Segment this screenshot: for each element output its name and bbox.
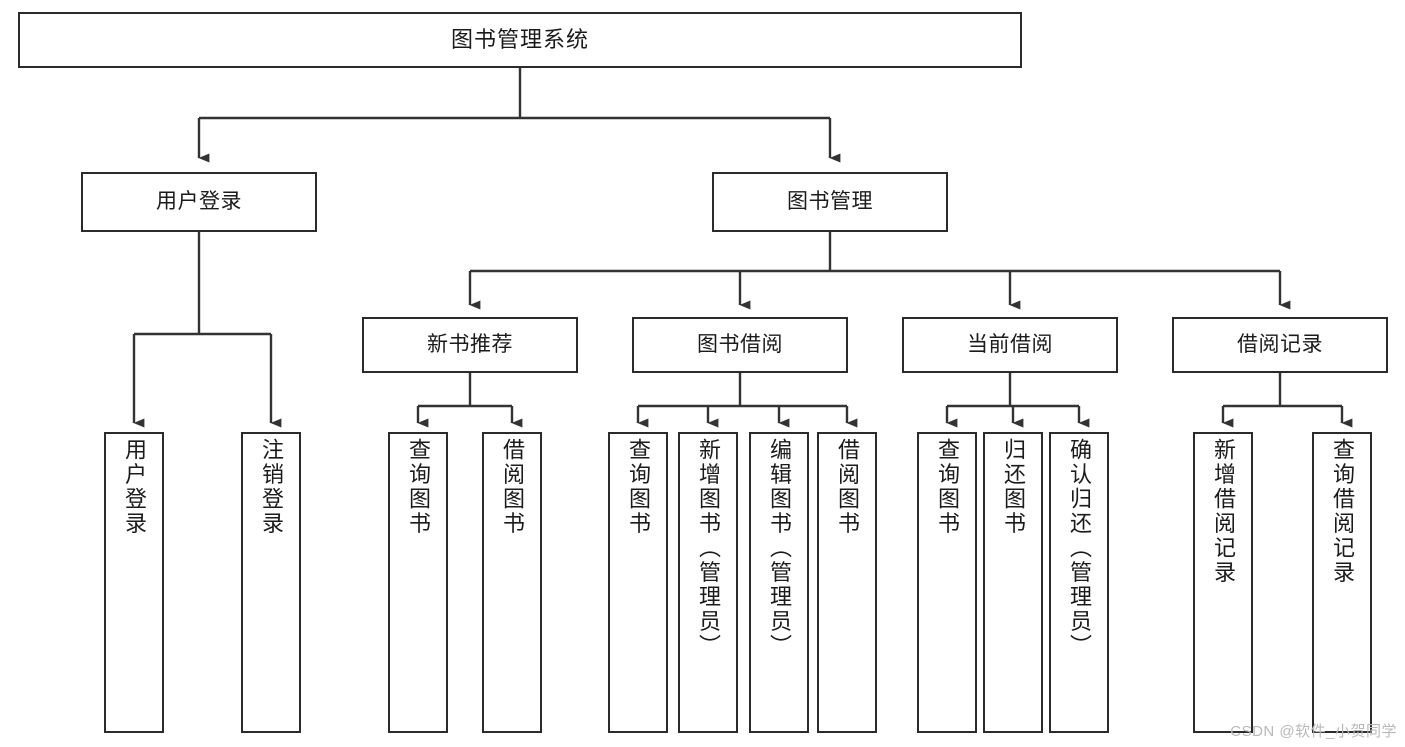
node-leaf-confirm-return-label: 确认归还（管理员） (1067, 438, 1092, 659)
node-current-borrow[interactable]: 当前借阅 (902, 317, 1118, 373)
node-leaf-query-record-label: 查询借阅记录 (1330, 438, 1355, 585)
node-leaf-query-book-1[interactable]: 查询图书 (388, 432, 448, 733)
node-leaf-confirm-return[interactable]: 确认归还（管理员） (1049, 432, 1109, 733)
node-current-borrow-label: 当前借阅 (967, 332, 1053, 356)
node-user-login-label: 用户登录 (156, 189, 242, 213)
node-borrow-record-label: 借阅记录 (1237, 332, 1323, 356)
node-user-login[interactable]: 用户登录 (81, 172, 317, 232)
node-leaf-edit-book[interactable]: 编辑图书（管理员） (749, 432, 809, 733)
node-leaf-borrow-book-2[interactable]: 借阅图书 (817, 432, 877, 733)
node-leaf-add-record[interactable]: 新增借阅记录 (1193, 432, 1253, 733)
node-leaf-query-book-1-label: 查询图书 (406, 438, 431, 536)
node-leaf-add-record-label: 新增借阅记录 (1211, 438, 1236, 585)
node-leaf-return-book-label: 归还图书 (1001, 438, 1026, 536)
node-leaf-user-login[interactable]: 用户登录 (104, 432, 164, 733)
node-new-book-recommend[interactable]: 新书推荐 (362, 317, 578, 373)
node-leaf-query-book-3[interactable]: 查询图书 (917, 432, 977, 733)
node-leaf-add-book[interactable]: 新增图书（管理员） (678, 432, 738, 733)
node-leaf-query-book-2[interactable]: 查询图书 (608, 432, 668, 733)
node-book-manage[interactable]: 图书管理 (712, 172, 948, 232)
node-new-book-recommend-label: 新书推荐 (427, 332, 513, 356)
node-leaf-user-login-label: 用户登录 (122, 438, 147, 536)
node-leaf-query-book-2-label: 查询图书 (626, 438, 651, 536)
node-borrow-record[interactable]: 借阅记录 (1172, 317, 1388, 373)
node-leaf-return-book[interactable]: 归还图书 (983, 432, 1043, 733)
node-leaf-borrow-book-2-label: 借阅图书 (835, 438, 860, 536)
node-leaf-user-logout-label: 注销登录 (259, 438, 284, 536)
node-leaf-add-book-label: 新增图书（管理员） (696, 438, 721, 659)
node-leaf-user-logout[interactable]: 注销登录 (241, 432, 301, 733)
node-root-label: 图书管理系统 (450, 27, 589, 53)
node-book-borrow-label: 图书借阅 (697, 332, 783, 356)
node-leaf-query-record[interactable]: 查询借阅记录 (1312, 432, 1372, 733)
node-leaf-borrow-book-1[interactable]: 借阅图书 (482, 432, 542, 733)
node-root[interactable]: 图书管理系统 (18, 12, 1022, 68)
node-leaf-edit-book-label: 编辑图书（管理员） (767, 438, 792, 659)
node-leaf-query-book-3-label: 查询图书 (935, 438, 960, 536)
node-leaf-borrow-book-1-label: 借阅图书 (500, 438, 525, 536)
node-book-manage-label: 图书管理 (787, 189, 873, 213)
node-book-borrow[interactable]: 图书借阅 (632, 317, 848, 373)
csdn-watermark: CSDN @软件_小贺同学 (1230, 723, 1397, 740)
